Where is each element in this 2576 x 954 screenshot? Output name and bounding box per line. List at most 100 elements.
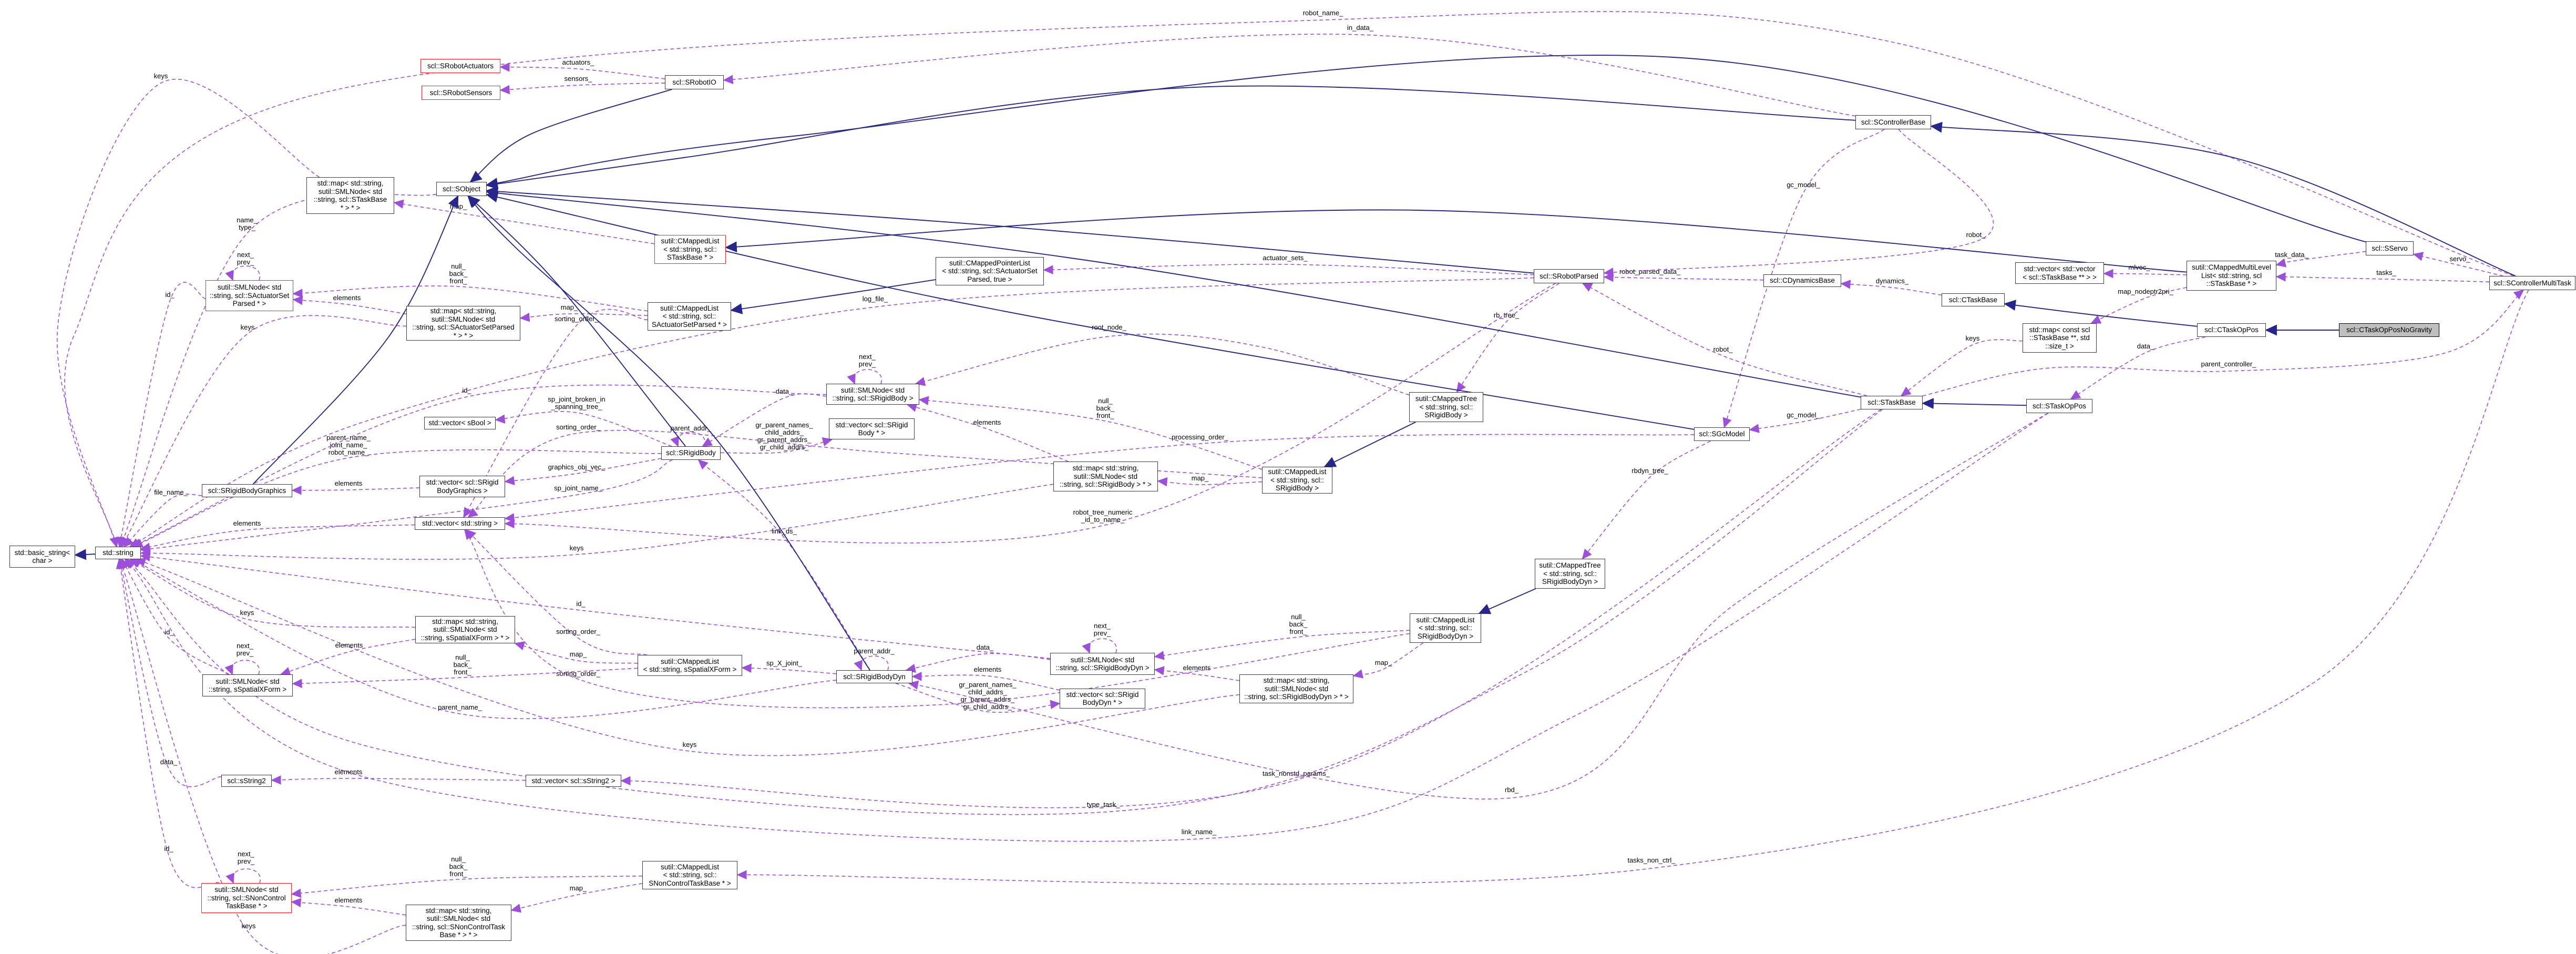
- class-node-sobject[interactable]: scl::SObject: [436, 182, 487, 196]
- class-node-sgcmodel[interactable]: scl::SGcModel: [1694, 427, 1750, 441]
- edge-map_nodeptr2pri_: map_nodeptr2pri_: [2090, 286, 2187, 324]
- edge-elements: elements: [292, 294, 407, 315]
- edge-label: robot_tree_numeric_id_to_name_: [1073, 508, 1133, 524]
- class-node-vec_string[interactable]: std::vector< std::string >: [415, 517, 505, 530]
- edge-label: rbdyn_tree_: [1631, 467, 1668, 475]
- class-node-smlnode_snoncontrol[interactable]: sutil::SMLNode< std ::string, scl::SNonC…: [201, 883, 292, 913]
- edge-label: task_data_: [2275, 251, 2308, 259]
- class-node-srobot_actuators[interactable]: scl::SRobotActuators: [420, 59, 500, 73]
- edge-tasks_non_ctrl_: tasks_non_ctrl_: [736, 290, 2529, 885]
- class-node-smlnode_sactparsed[interactable]: sutil::SMLNode< std ::string, scl::SActu…: [206, 280, 293, 311]
- edge-label: rbd_: [1505, 786, 1519, 794]
- class-node-cmptrlist_sactparsed[interactable]: sutil::CMappedPointerList < std::string,…: [936, 257, 1044, 285]
- edge-label: parent_name_joint_name_robot_name_: [326, 434, 371, 456]
- class-node-map_const_staskbase[interactable]: std::map< const scl ::STaskBase **, std …: [2023, 323, 2097, 353]
- class-node-sstring2[interactable]: scl::sString2: [221, 775, 272, 787]
- edge-label: map_: [1375, 659, 1392, 666]
- edge-robot_: robot_: [1582, 283, 1867, 396]
- edge-null_: null_back_front_: [292, 653, 638, 688]
- edge-next_: next_prev_: [1082, 622, 1117, 654]
- edge-label: gr_parent_names_child_addrs_gr_parent_ad…: [959, 681, 1017, 711]
- class-node-basic_string[interactable]: std::basic_string< char >: [9, 546, 75, 568]
- edge-label: gr_parent_names_child_addrs_gr_parent_ad…: [755, 421, 813, 451]
- class-node-vec_sstring2[interactable]: std::vector< scl::sString2 >: [526, 775, 621, 787]
- edge-label: next_prev_: [859, 353, 876, 368]
- class-node-srigidbodygraphics[interactable]: scl::SRigidBodyGraphics: [202, 484, 292, 497]
- class-node-cmlist_sactparsed[interactable]: sutil::CMappedList < std::string, scl:: …: [648, 302, 731, 331]
- edge-label: processing_order_: [1172, 433, 1228, 441]
- edge-label: tasks_: [2376, 269, 2396, 276]
- class-node-scontrollerbase[interactable]: scl::SControllerBase: [1855, 115, 1931, 129]
- edge-gr_parent_names_: gr_parent_names_child_addrs_gr_parent_ad…: [895, 681, 1061, 713]
- class-node-cmlist_staskbase[interactable]: sutil::CMappedList < std::string, scl:: …: [654, 235, 726, 264]
- edge-map_: map_: [1352, 642, 1424, 679]
- class-node-string[interactable]: std::string: [95, 547, 141, 559]
- class-node-smlnode_sspatialxform[interactable]: sutil::SMLNode< std ::string, sSpatialXF…: [202, 674, 293, 696]
- edge-elements: elements: [911, 665, 1060, 691]
- edge-gc_model_: gc_model_: [1722, 129, 1885, 428]
- edge-gr_parent_names_: gr_parent_names_child_addrs_gr_parent_ad…: [720, 421, 833, 454]
- class-node-ctaskoppos[interactable]: scl::CTaskOpPos: [2197, 323, 2266, 337]
- class-node-scontrollermultitask[interactable]: scl::SControllerMultiTask: [2489, 276, 2575, 290]
- edge-label: link_ds_: [772, 527, 797, 535]
- edge-parent_controller_: parent_controller_: [1922, 290, 2524, 396]
- edge-label: parent_addr_: [854, 647, 895, 655]
- edge-sgcmodel-sobject: [486, 191, 1695, 430]
- class-node-map_sspatialxform[interactable]: std::map< std::string, sutil::SMLNode< s…: [415, 616, 515, 643]
- class-node-vec_vec_staskbase[interactable]: std::vector< std::vector < scl::STaskBas…: [2015, 262, 2104, 284]
- class-node-ctaskbase[interactable]: scl::CTaskBase: [1942, 293, 2005, 306]
- class-node-srobotparsed[interactable]: scl::SRobotParsed: [1534, 269, 1604, 283]
- class-node-cmlist_sspatialxform[interactable]: sutil::CMappedList < std::string, sSpati…: [638, 655, 742, 676]
- edge-label: sp_X_joint_: [766, 659, 803, 667]
- class-node-cmlist_srigidbody[interactable]: sutil::CMappedList < std::string, scl:: …: [1262, 467, 1332, 494]
- class-node-cdynamicsbase[interactable]: scl::CDynamicsBase: [1763, 274, 1841, 287]
- class-node-vec_srigidbody[interactable]: std::vector< scl::SRigid Body * >: [829, 418, 915, 439]
- class-node-sservo[interactable]: scl::SServo: [2366, 241, 2414, 255]
- edge-label: id_: [165, 291, 175, 299]
- class-node-map_sactparsed[interactable]: std::map< std::string, sutil::SMLNode< s…: [406, 306, 520, 341]
- edge-label: parent_name_: [438, 703, 483, 711]
- class-node-cmlist_srbdyn[interactable]: sutil::CMappedList < std::string, scl:: …: [1410, 613, 1481, 643]
- class-node-map_staskbase[interactable]: std::map< std::string, sutil::SMLNode< s…: [306, 177, 394, 214]
- class-node-cmtree_srbdyn[interactable]: sutil::CMappedTree < std::string, scl:: …: [1535, 559, 1605, 589]
- class-node-staskoppos[interactable]: scl::STaskOpPos: [2026, 399, 2092, 413]
- edge-label: robot_: [1713, 345, 1733, 353]
- class-node-smlnode_srbdyn[interactable]: sutil::SMLNode< std ::string, scl::SRigi…: [1050, 653, 1155, 675]
- edge-robot_parsed_data_: robot_parsed_data_: [1603, 268, 1764, 282]
- class-node-ctaskopposnogravity[interactable]: scl::CTaskOpPosNoGravity: [2339, 323, 2439, 337]
- edge-label: actuator_sets_: [1263, 254, 1308, 262]
- class-node-map_snoncontrol[interactable]: std::map< std::string, sutil::SMLNode< s…: [406, 905, 511, 941]
- edge-elements: elements: [140, 519, 415, 552]
- edge-label: elements: [333, 294, 361, 302]
- class-node-map_srigidbody[interactable]: std::map< std::string, sutil::SMLNode< s…: [1053, 461, 1158, 491]
- edge-label: null_back_front_: [454, 653, 472, 676]
- edge-keys: keys: [140, 484, 1054, 560]
- class-node-srobot_sensors[interactable]: scl::SRobotSensors: [422, 86, 500, 100]
- class-node-cmmllist_staskbase[interactable]: sutil::CMappedMultiLevel List< std::stri…: [2187, 261, 2276, 291]
- class-node-vec_srbgraphics[interactable]: std::vector< scl::SRigid BodyGraphics >: [419, 476, 505, 497]
- edge-label: next_prev_: [237, 642, 254, 657]
- edge-file_name_: file_name_: [124, 488, 202, 548]
- edge-sp_X_joint_: sp_X_joint_: [741, 659, 837, 674]
- class-node-srigidbody[interactable]: scl::SRigidBody: [661, 446, 721, 460]
- class-node-vec_sbool[interactable]: std::vector< sBool >: [424, 417, 496, 429]
- edge-label: link_name_: [1182, 828, 1217, 836]
- edge-label: null_back_front_: [449, 855, 468, 878]
- class-node-srigidbodydyn[interactable]: scl::SRigidBodyDyn: [836, 670, 912, 683]
- class-node-srobot_io[interactable]: scl::SRobotIO: [665, 75, 724, 89]
- edge-label: robot_name_: [1303, 9, 1343, 17]
- edge-staskbase-sobject: [486, 188, 1861, 398]
- class-node-map_srbdyn[interactable]: std::map< std::string, sutil::SMLNode< s…: [1239, 674, 1353, 703]
- class-node-cmlist_snoncontrol[interactable]: sutil::CMappedList < std::string, scl:: …: [642, 861, 737, 889]
- class-node-vec_srbdyn[interactable]: std::vector< scl::SRigid BodyDyn * >: [1060, 689, 1145, 709]
- class-node-cmtree_srigidbody[interactable]: sutil::CMappedTree < std::string, scl:: …: [1409, 392, 1483, 422]
- edge-label: data_: [2137, 342, 2154, 350]
- edge-label: elements: [973, 418, 1001, 426]
- edge-string-basic_string: [74, 549, 96, 560]
- class-node-staskbase[interactable]: scl::STaskBase: [1861, 396, 1923, 409]
- edge-label: keys: [241, 323, 255, 331]
- edge-null_: null_back_front_: [292, 262, 648, 312]
- class-node-smlnode_srigidbody[interactable]: sutil::SMLNode< std ::string, scl::SRigi…: [826, 384, 919, 405]
